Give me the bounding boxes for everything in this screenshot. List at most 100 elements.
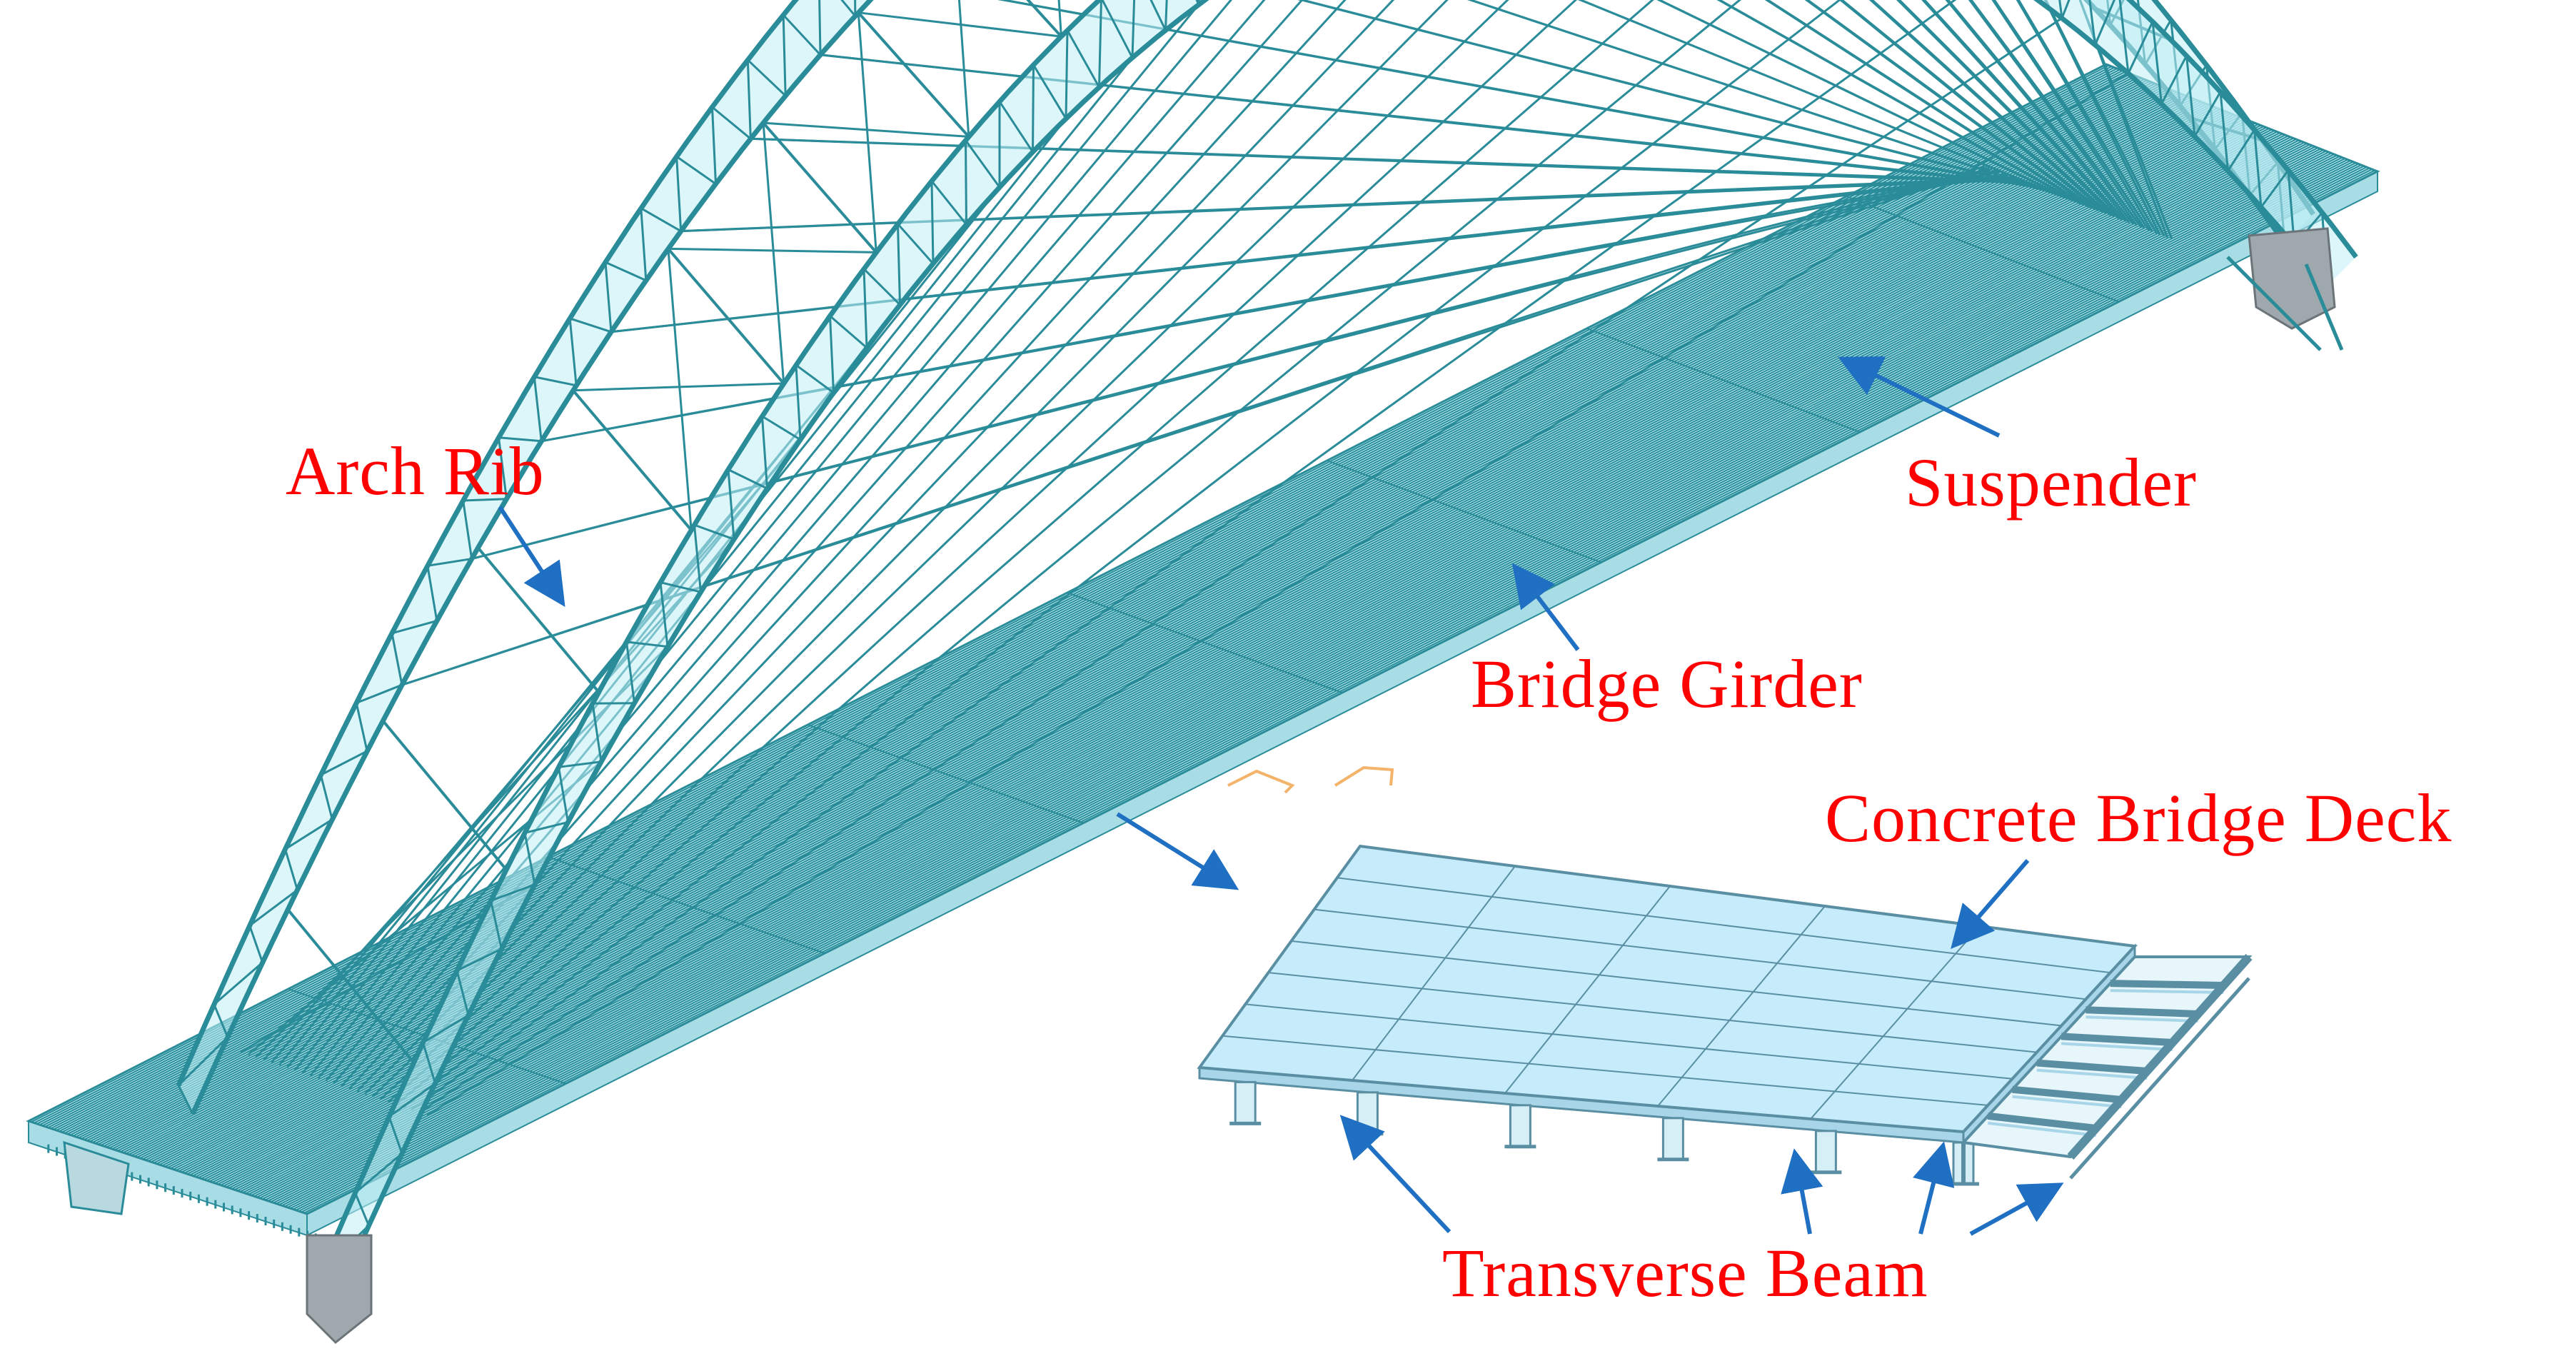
- suspender-cable: [1466, 0, 2058, 196]
- exposed-transverse-beam-shadow: [2086, 1015, 2198, 1023]
- detail-deck-grid-line: [1657, 905, 1826, 1107]
- arrow-transverse-beam: [1969, 1182, 2064, 1236]
- front-arch-rib-web-diagonal: [1149, 0, 1167, 31]
- label-arch-rib: Arch Rib: [286, 433, 545, 509]
- transverse-beam-web: [1356, 1091, 1379, 1135]
- back-arch-rib-web-vertical: [391, 633, 403, 685]
- front-arch-rib-web-diagonal: [660, 581, 701, 593]
- front-arch-rib-web-vertical: [523, 833, 536, 885]
- front-arch-rib-web-diagonal: [728, 468, 768, 490]
- exposed-transverse-beam-shadow: [2012, 1095, 2122, 1108]
- deck-grid-longitudinal-line: [1067, 592, 1343, 693]
- front-arch-rib-web-diagonal: [2253, 129, 2263, 208]
- back-arch-rib-web-vertical: [746, 59, 752, 139]
- suspender-cable: [2044, 0, 2165, 237]
- front-arch-rib-web-vertical: [659, 582, 669, 647]
- front-arch-rib-web-vertical: [693, 524, 702, 593]
- suspender-cable: [1840, 0, 2104, 214]
- suspender-cable: [1297, 0, 2051, 193]
- arch-x-brace: [858, 11, 1062, 38]
- front-arch-rib-web-diagonal: [965, 139, 1001, 189]
- arch-x-brace: [1057, 0, 1062, 37]
- front-arch-rib-web-vertical: [490, 900, 503, 950]
- arch-x-brace: [762, 122, 785, 384]
- front-arch-rib-web-vertical: [2193, 91, 2222, 137]
- arch-x-brace: [763, 121, 969, 138]
- suspender-cable: [1946, 0, 2135, 226]
- arrow-transverse-beam: [1339, 1115, 1451, 1234]
- exposed-transverse-beam: [1987, 1112, 2097, 1132]
- arch-x-brace: [957, 0, 970, 137]
- front-arch-rib-web-vertical: [897, 224, 901, 305]
- suspender-cable: [379, 0, 1578, 1100]
- arch-cross-strut: [286, 908, 416, 1064]
- exposed-transverse-beam: [2110, 980, 2224, 989]
- front-arch-rib-web-diagonal: [693, 523, 735, 541]
- detail-deck-grid-line: [1337, 877, 2110, 974]
- exposed-transverse-beam-shadow: [2061, 1042, 2173, 1051]
- arrow-bridge-girder: [1511, 563, 1580, 651]
- arch-x-brace: [667, 248, 693, 531]
- front-arch-rib-web-vertical: [422, 1042, 436, 1084]
- back-arch-rib-web-diagonal: [248, 889, 298, 927]
- front-arch-rib-web-vertical: [354, 1192, 370, 1226]
- suspender-cable: [1896, 0, 2115, 218]
- detail-deck-grid-line: [1245, 1003, 2013, 1080]
- back-arch-rib-web-vertical: [675, 156, 683, 231]
- front-arch-rib-web-vertical: [862, 268, 868, 348]
- exposed-transverse-beam-shadow: [2110, 989, 2224, 994]
- arch-cross-strut: [762, 121, 877, 253]
- label-suspender: Suspender: [1905, 444, 2197, 521]
- transverse-beam-web: [1234, 1080, 1257, 1125]
- front-arch-rib-web-diagonal: [862, 268, 901, 306]
- exposed-transverse-beam: [2012, 1085, 2122, 1103]
- back-arch-rib-web-diagonal: [284, 818, 333, 850]
- front-arch-rib-web-diagonal: [1032, 64, 1067, 119]
- front-arch-rib-web-vertical: [2127, 21, 2154, 74]
- transverse-beam-web: [1509, 1104, 1531, 1148]
- suspender-cable: [2043, 0, 2161, 235]
- front-arch-rib-web-diagonal: [1101, 0, 1134, 59]
- front-arch-rib-web-vertical: [2227, 129, 2255, 172]
- front-arch-rib-web-vertical: [930, 181, 935, 264]
- front-arch-rib-web-diagonal: [422, 1014, 469, 1044]
- arrow-arch-rib: [498, 506, 565, 608]
- back-arch-rib-web-diagonal: [213, 961, 263, 1005]
- front-arch-rib-web-diagonal: [490, 883, 535, 902]
- front-arch-rib-web-diagonal: [998, 101, 1034, 153]
- right-support-brace: [2226, 256, 2322, 351]
- arch-x-brace: [573, 382, 784, 392]
- front-arch-rib-web-vertical: [591, 703, 603, 762]
- label-bridge-girder: Bridge Girder: [1471, 646, 1863, 722]
- front-arch-rib-web-diagonal: [2151, 21, 2163, 104]
- suspender-cable: [1898, 0, 2120, 219]
- front-arch-rib-web-diagonal: [829, 315, 867, 349]
- right-support-pier: [2248, 227, 2336, 330]
- suspender-cable: [356, 0, 1395, 1093]
- suspender-cable: [395, 0, 1742, 1106]
- arch-cross-strut: [1026, 0, 1062, 38]
- back-arch-rib-web-diagonal: [463, 498, 507, 502]
- back-arch-rib-web-vertical: [711, 106, 717, 184]
- suspender-cable: [1838, 0, 2100, 212]
- deck-grid-longitudinal-line: [1586, 328, 1861, 433]
- back-arch-rib-web-vertical: [462, 500, 473, 559]
- back-arch-rib-web-diagonal: [711, 106, 752, 140]
- suspender-cable: [317, 4, 1200, 1079]
- front-arch-rib-web-vertical: [2061, 0, 2071, 19]
- suspender-cable: [371, 0, 1509, 1098]
- suspender-cable: [2016, 0, 2153, 232]
- back-arch-rib-web-diagonal: [783, 14, 822, 56]
- back-arch-rib-web-diagonal: [640, 207, 682, 232]
- suspender-cable: [1806, 0, 2097, 211]
- deck-grid-longitudinal-line: [807, 724, 1084, 824]
- front-arch-rib-web-diagonal: [2185, 55, 2196, 137]
- detail-deck-section: [1197, 844, 2253, 1186]
- arch-ribs: [176, 0, 2358, 1301]
- exposed-transverse-beam: [2086, 1006, 2198, 1018]
- back-arch-rib-web-vertical: [498, 437, 508, 499]
- back-arch-rib-web-vertical: [640, 208, 648, 281]
- front-arch-rib-web-diagonal: [354, 1152, 403, 1194]
- front-arch-rib-web-diagonal: [456, 948, 503, 972]
- label-concrete-bridge-deck: Concrete Bridge Deck: [1825, 780, 2452, 856]
